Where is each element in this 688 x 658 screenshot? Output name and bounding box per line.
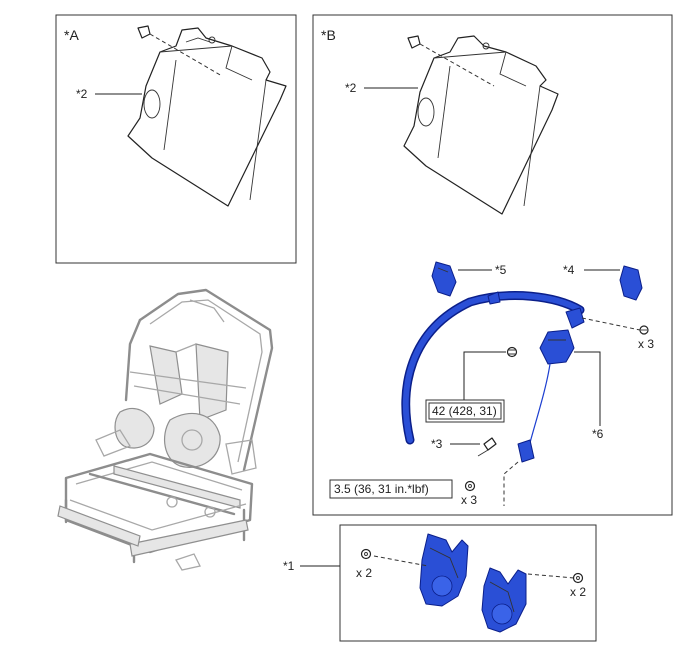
spring-3	[477, 437, 497, 457]
view-a-label: *A	[64, 27, 79, 43]
callout-2b: *2	[345, 81, 357, 95]
cover-left-dashline	[373, 555, 429, 567]
seatback-cover-a	[127, 27, 287, 207]
cover-right-dashline	[527, 573, 575, 579]
callout-2a: *2	[76, 87, 88, 101]
view-b-panel: *B *2 *5 *4	[312, 14, 673, 516]
bolt-dashline	[581, 317, 641, 331]
clip-fastener-a	[137, 25, 151, 39]
view-a-panel: *A *2	[55, 14, 297, 264]
qty-cover-left: x 2	[356, 566, 372, 580]
bolt-icon-b	[639, 325, 649, 335]
callout-5: *5	[495, 263, 507, 277]
torque-42-leader	[463, 351, 506, 400]
qty-b-screw: x 3	[461, 493, 477, 507]
view-b-label: *B	[321, 27, 336, 43]
seat-frame	[57, 288, 274, 571]
bracket-5	[431, 261, 457, 297]
qty-cover-right: x 2	[570, 585, 586, 599]
torque-3-5-box	[329, 479, 453, 499]
cable-end-bracket	[517, 439, 535, 463]
clip-fastener-b	[407, 35, 421, 49]
release-cable	[527, 363, 551, 451]
view-a-frame	[55, 14, 297, 264]
install-dashline-b	[419, 43, 495, 87]
callout-6: *6	[592, 427, 604, 441]
torque-42: 42 (428, 31)	[432, 404, 497, 418]
covers-panel: *1 x 2 x 2	[283, 524, 597, 642]
callout-6-leader	[574, 351, 601, 426]
callout-4: *4	[563, 263, 575, 277]
recliner-cover-left	[419, 533, 469, 607]
torque-42-box-outer	[425, 399, 505, 423]
screw-icon-right	[572, 572, 584, 584]
seatback-cover-b	[403, 35, 559, 215]
screw-dashline	[503, 461, 519, 506]
qty-b-bolt: x 3	[638, 337, 654, 351]
torque-3-5: 3.5 (36, 31 in.*lbf)	[334, 482, 429, 496]
bracket-4	[619, 265, 643, 301]
callout-3: *3	[431, 437, 443, 451]
screw-icon-left	[360, 548, 372, 560]
covers-frame	[339, 524, 597, 642]
recliner-cover-right	[481, 567, 527, 633]
view-b-frame	[312, 14, 673, 516]
torque-42-box-inner	[428, 402, 502, 420]
nut-icon	[506, 346, 518, 358]
screw-icon-b	[464, 480, 476, 492]
callout-1: *1	[283, 559, 295, 573]
lock-mechanism-6	[539, 307, 585, 365]
seat-guide-arc	[401, 291, 585, 445]
